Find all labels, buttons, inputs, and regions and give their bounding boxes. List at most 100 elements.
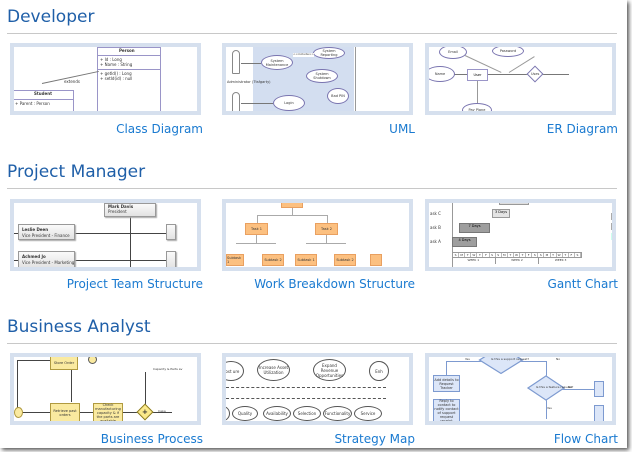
er-diagram-link[interactable]: ER Diagram <box>546 122 618 136</box>
wbs-subtask: Subtask 2 <box>262 254 284 266</box>
process-task: Retrieve past orders <box>50 403 80 421</box>
work-breakdown-structure-link[interactable]: Work Breakdown Structure <box>254 277 415 291</box>
plus-icon: + <box>142 408 148 416</box>
value-attribute: Service <box>354 406 382 421</box>
thumb-text: Person <box>119 48 135 53</box>
thumb-text: Student <box>34 91 52 96</box>
project-team-structure-link[interactable]: Project Team Structure <box>66 277 203 291</box>
gantt-day: T <box>563 253 569 257</box>
class-diagram-thumbnail[interactable]: Person + Id : Long + Name : String + get… <box>10 43 201 115</box>
wbs-subtask: Subtask 1 <box>226 254 244 266</box>
gantt-day: S <box>538 253 545 257</box>
divider <box>7 33 617 34</box>
er-diagram-thumbnail[interactable]: Email Password Name User Uses Pay Plane <box>425 43 616 115</box>
business-process-thumbnail[interactable]: Store Order Retrieve past orders Check m… <box>10 353 201 425</box>
objective: Expand Revenue Opportunities <box>313 359 346 381</box>
uml-thumbnail[interactable]: Administrator (Ttsfgarty) System Mainten… <box>222 43 413 115</box>
use-case: System Shutdown <box>306 69 338 83</box>
value-attribute: Functionality <box>323 406 352 421</box>
thumb-text: Capacity & Parts av <box>153 367 183 371</box>
work-breakdown-structure-thumbnail[interactable]: Task 1 Task 2 Subtask 1 Subtask 2 Subtas… <box>222 199 413 271</box>
thumb-text: Capa <box>158 409 166 413</box>
er-attribute: Pay Plane <box>462 103 492 111</box>
gantt-task-label: ask C <box>430 211 441 216</box>
gantt-day: T <box>465 253 472 257</box>
gantt-week: WEEK 3 <box>554 258 567 262</box>
thumb-text: President <box>108 209 127 214</box>
thumb-text: + Name : String <box>100 62 133 67</box>
thumb-text: + getId() : Long <box>100 71 132 76</box>
flow-chart-thumbnail[interactable]: Is this a support request? Is this a fea… <box>425 353 616 425</box>
class-diagram-link[interactable]: Class Diagram <box>116 122 203 136</box>
gantt-day: S <box>496 253 502 257</box>
objective: Enh <box>369 361 389 381</box>
thumb-text: Yes <box>465 357 470 361</box>
section-heading-business-analyst: Business Analyst <box>7 317 151 337</box>
gantt-day: S <box>532 253 539 257</box>
gantt-week: WEEK 1 <box>452 258 496 264</box>
er-relationship: Uses <box>531 72 540 76</box>
process-box: Add details to Request Tracker <box>433 375 460 392</box>
gantt-bar: 3 Days <box>492 209 510 218</box>
gantt-week: WEEK 2 <box>496 258 540 264</box>
strategy-map-link[interactable]: Strategy Map <box>334 432 415 446</box>
strategy-map-thumbnail[interactable]: Cost ure Increase Asset Utilization Expa… <box>222 353 413 425</box>
gantt-day: S <box>453 253 460 257</box>
thumb-text: Leslie Deen <box>22 227 49 232</box>
thumb-text: Yes <box>547 406 552 410</box>
process-task: Check manufacturing capacity & if the pa… <box>93 403 123 421</box>
thumb-text: No <box>556 357 561 361</box>
thumb-text: Mark Davis <box>108 204 134 209</box>
gantt-day: F <box>483 253 490 257</box>
gantt-bar: 4 Days <box>452 237 477 247</box>
thumb-text: Vice President - Marketing <box>22 260 75 265</box>
gantt-day: F <box>526 253 533 257</box>
gantt-day: W <box>471 253 478 257</box>
objective: Cost ure <box>226 361 244 381</box>
thumb-text: + setId(id) : null <box>100 76 133 81</box>
gantt-day: M <box>544 253 551 257</box>
use-case: Login <box>273 95 305 111</box>
divider <box>7 343 617 344</box>
thumb-text: + Id : Long <box>100 57 122 62</box>
use-case: System Reporting <box>313 47 345 59</box>
value-attribute: Availability <box>263 406 291 421</box>
gantt-day: T <box>477 253 484 257</box>
gantt-day: F <box>569 253 575 257</box>
thumb-text: No <box>568 385 573 389</box>
gantt-chart-link[interactable]: Gantt Chart <box>547 277 618 291</box>
gantt-day: S <box>575 253 581 257</box>
decision: Is this a feature request? <box>536 385 574 389</box>
flow-chart-link[interactable]: Flow Chart <box>553 432 618 446</box>
wbs-subtask: Subtask 2 <box>334 254 356 266</box>
er-entity: User <box>467 69 488 81</box>
value-attribute: Selection <box>293 406 321 421</box>
gantt-chart-thumbnail[interactable]: ask C ask B ask A 3 Days 7 Days 4 Days S… <box>425 199 616 271</box>
gantt-day: M <box>502 253 508 257</box>
gantt-bar: 7 Days <box>459 223 490 233</box>
process-task: Store Order <box>50 357 78 370</box>
wbs-subtask: Subtask 1 <box>295 254 317 266</box>
gantt-day: S <box>490 253 496 257</box>
business-process-link[interactable]: Business Process <box>100 432 203 446</box>
gantt-day: T <box>551 253 557 257</box>
objective: Increase Asset Utilization <box>257 359 290 381</box>
gantt-day: W <box>514 253 521 257</box>
gantt-day: T <box>520 253 527 257</box>
wbs-task: Task 2 <box>315 223 338 235</box>
thumb-text: + Parent : Person <box>15 101 50 106</box>
value-attribute: Quality <box>232 406 258 421</box>
gantt-task-label: ask B <box>430 225 441 230</box>
gantt-task-label: ask A <box>430 239 441 244</box>
gantt-day: T <box>508 253 514 257</box>
uml-link[interactable]: UML <box>389 122 415 136</box>
thumb-text: <<include>> <box>293 52 314 57</box>
divider <box>7 188 617 189</box>
process-box: Reply to contact to notify contact of su… <box>433 399 460 421</box>
er-attribute: Email <box>439 47 467 59</box>
thumb-text: Administrator (Ttsfgarty) <box>227 80 271 84</box>
wbs-task: Task 1 <box>245 223 268 235</box>
section-heading-project-manager: Project Manager <box>7 162 146 182</box>
